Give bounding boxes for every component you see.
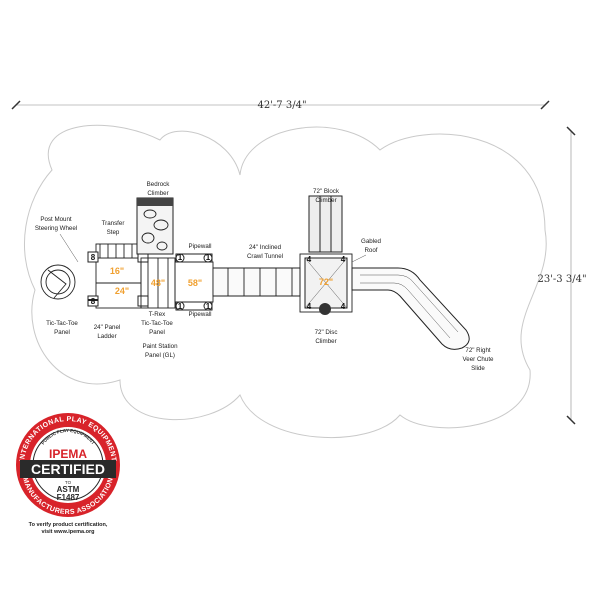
svg-text:Gabled: Gabled [361,238,382,245]
badge-certified: CERTIFIED [31,461,105,477]
post-number-8-bottom: 8 [91,297,96,306]
svg-text:72" Disc: 72" Disc [315,329,338,336]
svg-text:Veer Chute: Veer Chute [463,356,495,363]
label-panel-ladder: 24" Panel Ladder [94,324,121,340]
post-number-4-b: 4 [341,255,346,264]
label-pipewall-top: Pipewall [188,243,211,250]
svg-text:Panel (GL): Panel (GL) [145,352,175,359]
post-number-1-b: 1 [206,253,211,262]
post-number-4-a: 4 [307,255,312,264]
badge-footnote-line2: visit www.ipema.org [42,529,95,535]
label-disc-climber: 72" Disc Climber [315,329,338,345]
svg-text:Panel: Panel [149,329,165,336]
svg-text:Tic-Tac-Toe: Tic-Tac-Toe [46,320,78,327]
post-number-4-c: 4 [307,302,312,311]
label-gabled-roof: Gabled Roof [351,238,382,263]
svg-text:Panel: Panel [54,329,70,336]
svg-text:72" Right: 72" Right [465,347,491,354]
label-veer-chute-slide: 72" Right Veer Chute Slide [463,347,495,372]
deck-height-48: 48" [151,278,165,288]
svg-text:Transfer: Transfer [102,220,125,227]
steering-wheel-icon [40,264,76,300]
label-bedrock-climber: Bedrock Climber [147,181,171,197]
crawl-tunnel [212,267,301,297]
svg-text:Climber: Climber [315,197,336,204]
deck-height-24: 24" [115,286,129,296]
svg-text:Climber: Climber [147,190,168,197]
svg-text:Steering Wheel: Steering Wheel [35,225,77,232]
label-inclined-crawl-tunnel: 24" Inclined Crawl Tunnel [247,244,283,260]
label-t-rex-panel: T-Rex Tic-Tac-Toe Panel [141,311,173,336]
deck-height-72: 72" [319,277,333,287]
label-transfer-step: Transfer Step [102,220,125,236]
post-number-1-c: 1 [178,302,183,311]
svg-text:Post Mount: Post Mount [40,216,72,223]
svg-text:Slide: Slide [471,365,485,372]
svg-text:72" Block: 72" Block [313,188,340,195]
badge-standard-line2: F1487 [57,493,80,502]
height-dimension: 23'-3 3/4" [537,126,587,425]
badge-footnote-line1: To verify product certification, [29,522,108,528]
height-dimension-label: 23'-3 3/4" [537,274,586,285]
veer-chute-slide [351,267,470,350]
svg-text:24" Panel: 24" Panel [94,324,121,331]
svg-text:Paint Station: Paint Station [142,343,178,350]
svg-text:Crawl Tunnel: Crawl Tunnel [247,253,283,260]
deck-height-16: 16" [110,266,124,276]
ipema-badge: INTERNATIONAL PLAY EQUIPMENT MANUFACTURE… [16,413,120,517]
post-number-1-a: 1 [178,253,183,262]
label-block-climber: 72" Block Climber [313,188,340,204]
svg-text:Roof: Roof [364,247,377,254]
deck-height-58: 58" [188,278,202,288]
label-pipewall-bottom: Pipewall [188,311,211,318]
svg-text:Step: Step [107,229,120,236]
svg-text:24" Inclined: 24" Inclined [249,244,282,251]
svg-text:T-Rex: T-Rex [149,311,166,318]
svg-text:Climber: Climber [315,338,336,345]
label-tic-tac-toe-panel-left: Tic-Tac-Toe Panel [46,320,78,336]
post-number-8-top: 8 [91,253,96,262]
svg-text:Tic-Tac-Toe: Tic-Tac-Toe [141,320,173,327]
svg-text:Bedrock: Bedrock [147,181,171,188]
post-number-4-d: 4 [341,302,346,311]
svg-text:Ladder: Ladder [97,333,116,340]
use-zone-outline [24,124,547,438]
post-number-1-d: 1 [206,302,211,311]
width-dimension-label: 42'-7 3/4" [257,100,306,111]
badge-brand: IPEMA [49,447,87,461]
width-dimension: 42'-7 3/4" [11,100,550,111]
label-paint-station: Paint Station Panel (GL) [142,343,178,359]
badge-to: TO [65,480,72,485]
svg-text:Pipewall: Pipewall [188,243,211,250]
tower-72 [299,195,353,315]
tower-48 [136,197,176,309]
badge-standard-line1: ASTM [57,485,80,494]
svg-text:Pipewall: Pipewall [188,311,211,318]
label-post-mount-steering-wheel: Post Mount Steering Wheel [35,216,79,263]
